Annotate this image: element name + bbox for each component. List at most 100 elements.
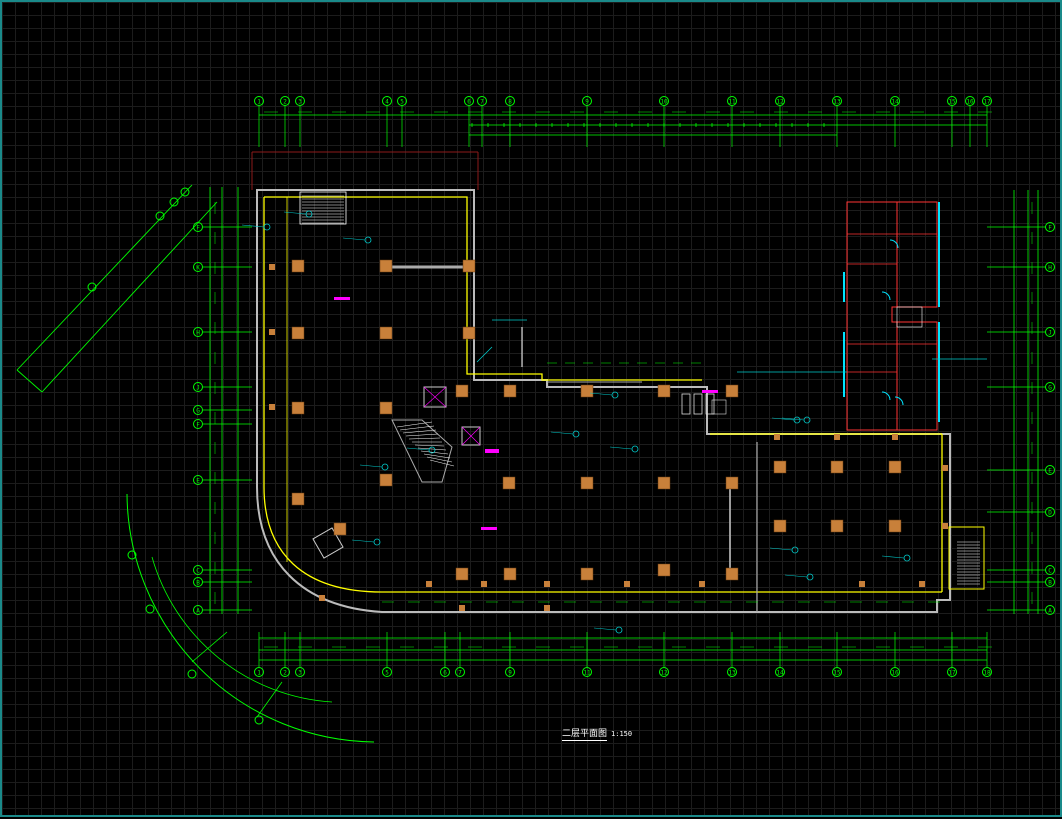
- column-icon: [725, 384, 739, 398]
- column-icon: [291, 401, 305, 415]
- grid-bubble-label: H: [196, 329, 200, 336]
- annotation-leader: [769, 547, 793, 551]
- grid-bubble-label: 5: [400, 98, 404, 105]
- grid-bubble-label: 3: [298, 98, 302, 105]
- grid-bubble-label: A: [196, 607, 200, 614]
- columns: [269, 259, 948, 611]
- grid-bubble-bottom: 12: [659, 667, 669, 677]
- annotations: [241, 210, 987, 634]
- grid-bubble-icon: [775, 667, 785, 677]
- door-swing-icon: [889, 239, 899, 249]
- door-swing-icon: [881, 291, 891, 301]
- grid-bubble-icon: [982, 96, 992, 106]
- diagonal-dimension-line: [16, 184, 193, 371]
- grid-bubble-label: 8: [508, 98, 512, 105]
- grid-bubble-label: 15: [948, 98, 956, 105]
- grid-bubble-bottom: 7: [455, 667, 465, 677]
- grid-bubble-icon: [1045, 222, 1055, 232]
- grid-bubble-icon: [659, 96, 669, 106]
- grid-bubble-icon: [947, 667, 957, 677]
- section-mark-icon: [791, 546, 799, 554]
- grid-bubble-label: 11: [728, 98, 736, 105]
- section-mark-icon: [793, 416, 801, 424]
- grid-bubble-left: A: [193, 605, 203, 615]
- column-icon: [379, 473, 393, 487]
- grid-bubble-icon: [1045, 507, 1055, 517]
- column-icon: [830, 519, 844, 533]
- inner-wall-yellow: [264, 196, 702, 381]
- grid-bubble-bottom: 9: [505, 667, 515, 677]
- grid-bubble-icon: [947, 96, 957, 106]
- arc-dimension-line: [151, 556, 333, 703]
- stair-tread: [420, 450, 449, 455]
- column-icon: [502, 476, 516, 490]
- grid-bubble-right: D: [1045, 507, 1055, 517]
- grid-bubble-icon: [280, 96, 290, 106]
- grid-bubble-left: H: [193, 327, 203, 337]
- stair-tread: [396, 421, 433, 428]
- exterior-walls: [256, 189, 951, 613]
- grid-bubble-top: 2: [280, 96, 290, 106]
- grid-bubble-top: 12: [775, 96, 785, 106]
- drawing-title: 二层平面图: [562, 726, 608, 741]
- grid-bubble-label: 2: [283, 669, 287, 676]
- diagonal-end: [16, 369, 43, 393]
- wing-outline: [846, 201, 938, 431]
- grid-bubble-icon: [180, 187, 190, 197]
- grid-bubble-label: B: [196, 579, 200, 586]
- grid-bubble-top: 7: [477, 96, 487, 106]
- grid-bubble-label: G: [1048, 384, 1052, 391]
- drawing-scale: 1:150: [611, 730, 633, 738]
- inner-wall-yellow: [263, 197, 942, 593]
- wc-fixtures: [681, 393, 727, 415]
- annotation-leader: [342, 237, 366, 241]
- grid-bubble-bottom: 16: [890, 667, 900, 677]
- grid-bubble-label: 9: [508, 669, 512, 676]
- grid-bubble-icon: [169, 197, 179, 207]
- grid-bubble-icon: [505, 667, 515, 677]
- section-mark-icon: [373, 538, 381, 546]
- annotation-leader: [476, 346, 493, 363]
- grid-bubble-icon: [254, 667, 264, 677]
- grid-bubble-label: 1: [257, 98, 261, 105]
- grid-bubble-label: D: [1048, 509, 1052, 516]
- column-icon: [319, 595, 325, 601]
- column-icon: [942, 523, 948, 529]
- grid-bubble-icon: [659, 667, 669, 677]
- annotation-leader: [593, 627, 617, 631]
- wc-stall: [693, 393, 703, 415]
- grid-bubble-icon: [455, 667, 465, 677]
- column-icon: [379, 401, 393, 415]
- grid-bubble-label: 2: [283, 98, 287, 105]
- grid-bubble-label: E: [1048, 467, 1052, 474]
- grid-bubble-icon: [477, 96, 487, 106]
- room-marker: [702, 390, 718, 393]
- grid-bubble-bottom: 2: [280, 667, 290, 677]
- grid-bubble-bottom: 6: [440, 667, 450, 677]
- door-swing-icon: [881, 391, 891, 401]
- diagonal-dimension-chain: [16, 184, 218, 393]
- annotation-leader: [589, 392, 613, 396]
- column-icon: [657, 384, 671, 398]
- grid-bubble-bottom: 5: [382, 667, 392, 677]
- grid-bubble-top: 9: [582, 96, 592, 106]
- grid-bubble-label: J: [196, 384, 200, 391]
- annotation-leader: [351, 539, 375, 543]
- column-icon: [503, 567, 517, 581]
- grid-bubble-top: 11: [727, 96, 737, 106]
- column-icon: [580, 384, 594, 398]
- column-icon: [725, 567, 739, 581]
- annotation-leader: [406, 447, 430, 451]
- grid-axis-right: [987, 190, 1045, 614]
- grid-bubble-label: 13: [833, 98, 841, 105]
- section-mark-icon: [611, 391, 619, 399]
- grid-axis-left: [203, 187, 252, 614]
- grid-bubble-label: F: [196, 224, 200, 231]
- grid-bubble-icon: [193, 327, 203, 337]
- grid-bubble-label: 12: [660, 669, 668, 676]
- column-icon: [544, 581, 550, 587]
- grid-bubble-right: E: [1045, 465, 1055, 475]
- column-icon: [481, 581, 487, 587]
- column-icon: [774, 434, 780, 440]
